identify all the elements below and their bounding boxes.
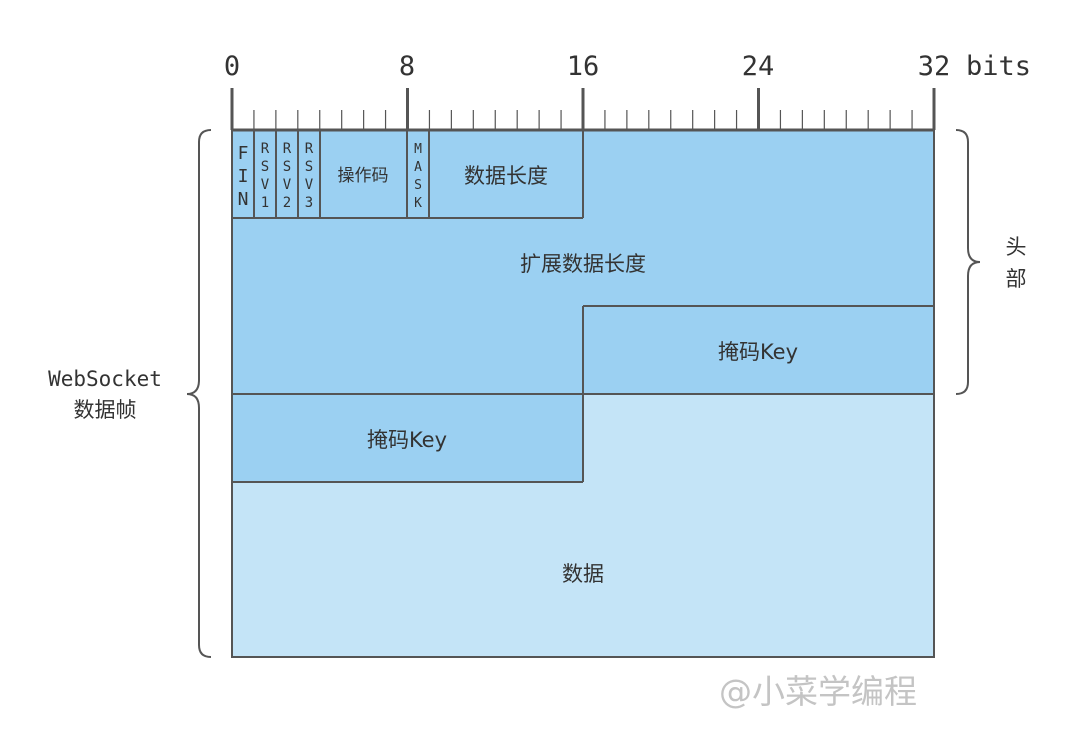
watermark: @小菜学编程 bbox=[719, 672, 917, 711]
rsv2-letter: V bbox=[283, 177, 292, 193]
ruler-label-0: 0 bbox=[224, 51, 240, 82]
frame-brace-label: WebSocket 数据帧 bbox=[48, 367, 162, 422]
rsv3-letter: S bbox=[305, 159, 313, 175]
frame-outlines bbox=[231, 129, 935, 658]
header-label-line2: 部 bbox=[1006, 267, 1027, 291]
masking-key-2-cell bbox=[232, 394, 583, 482]
rsv1-letter: R bbox=[261, 141, 270, 157]
bit-ruler bbox=[230, 88, 936, 132]
payload-data-label: 数据 bbox=[562, 562, 604, 586]
rsv1-letter: V bbox=[261, 177, 270, 193]
mask-letter: S bbox=[414, 178, 422, 193]
rsv2-letter: 2 bbox=[283, 195, 291, 211]
field-labels: F I N R S V 1 R S V 2 R S V 3 M A S bbox=[238, 141, 423, 211]
fin-letter: I bbox=[238, 166, 249, 187]
field-text-labels: 操作码 数据长度 扩展数据长度 掩码Key 掩码Key 数据 bbox=[338, 164, 799, 586]
rsv1-letter: 1 bbox=[261, 195, 269, 211]
rsv3-letter: R bbox=[305, 141, 314, 157]
bit-ruler-labels: 0 8 16 24 32 bits bbox=[224, 51, 1031, 82]
opcode-label: 操作码 bbox=[338, 166, 389, 186]
header-label-line1: 头 bbox=[1006, 235, 1027, 259]
ruler-label-8: 8 bbox=[399, 51, 415, 82]
rsv1-letter: S bbox=[261, 159, 269, 175]
fin-field: F I N bbox=[238, 143, 249, 210]
ruler-label-16: 16 bbox=[567, 51, 600, 82]
masking-key-label-1: 掩码Key bbox=[718, 340, 798, 364]
rsv1-field: R S V 1 bbox=[261, 141, 270, 211]
rsv3-letter: V bbox=[305, 177, 314, 193]
rsv2-letter: R bbox=[283, 141, 292, 157]
frame-label-line2: 数据帧 bbox=[74, 398, 137, 422]
payload-length-label: 数据长度 bbox=[464, 164, 548, 188]
frame-label-line1: WebSocket bbox=[48, 367, 162, 391]
frame-brace bbox=[186, 129, 212, 658]
rsv3-field: R S V 3 bbox=[305, 141, 314, 211]
header-brace-label: 头 部 bbox=[1006, 235, 1027, 291]
rsv2-letter: S bbox=[283, 159, 291, 175]
mask-field: M A S K bbox=[414, 142, 422, 211]
masking-key-label-2: 掩码Key bbox=[367, 428, 447, 452]
ruler-label-24: 24 bbox=[742, 51, 775, 82]
ruler-label-32: 32 bbox=[918, 51, 951, 82]
mask-letter: K bbox=[414, 196, 422, 211]
fin-letter: F bbox=[238, 143, 249, 164]
rsv2-field: R S V 2 bbox=[283, 141, 292, 211]
mask-letter: M bbox=[414, 142, 422, 157]
extended-payload-length-label: 扩展数据长度 bbox=[520, 252, 646, 276]
header-brace bbox=[955, 129, 981, 395]
payload-region bbox=[232, 394, 934, 657]
rsv3-letter: 3 bbox=[305, 195, 313, 211]
mask-letter: A bbox=[414, 160, 422, 175]
fin-letter: N bbox=[238, 189, 249, 210]
ruler-unit: bits bbox=[966, 51, 1031, 82]
